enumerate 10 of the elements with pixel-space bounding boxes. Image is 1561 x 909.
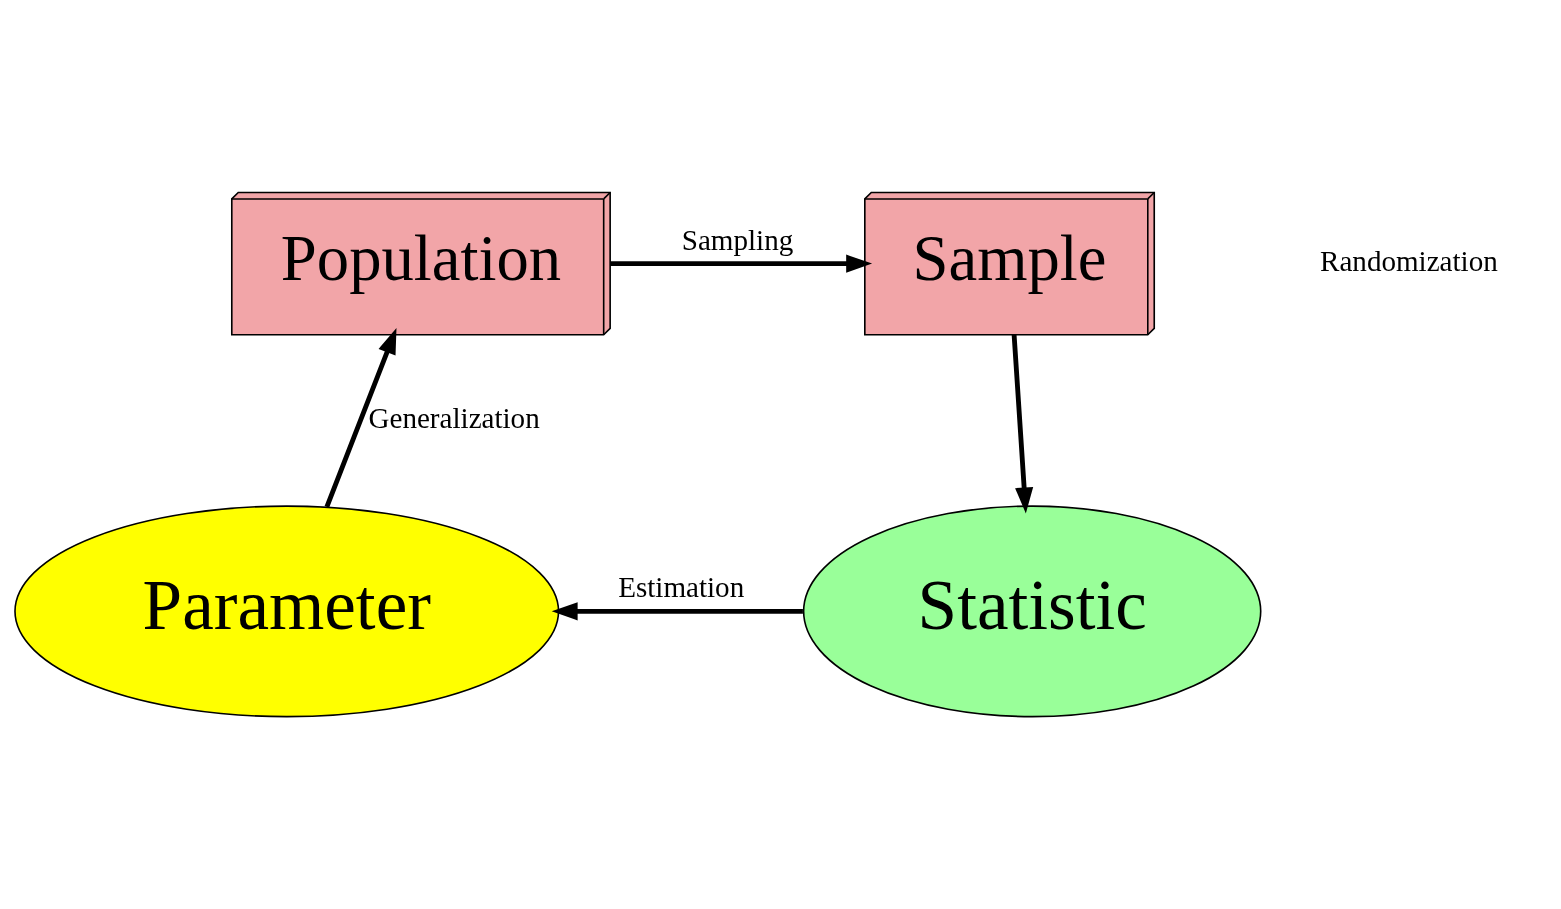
- arrow: [324, 328, 397, 508]
- arrow: [551, 602, 803, 621]
- arrow: [610, 254, 873, 273]
- arrow: [1011, 334, 1034, 514]
- edge-label: Estimation: [618, 571, 745, 604]
- edge-label: Generalization: [368, 401, 540, 434]
- node-ellipse: Statistic: [802, 505, 1262, 718]
- node-ellipse: Parameter: [14, 505, 560, 718]
- edge-label: Sampling: [681, 223, 794, 256]
- label: Randomization: [1320, 244, 1498, 277]
